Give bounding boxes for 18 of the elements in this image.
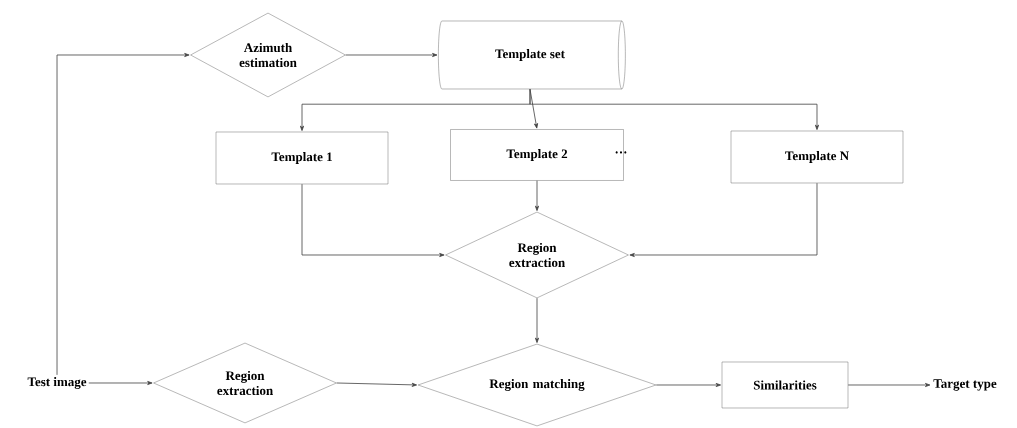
process-box: Template 1 xyxy=(215,131,389,185)
arrow xyxy=(535,297,539,343)
arrow xyxy=(655,383,721,387)
arrow xyxy=(301,183,445,257)
ellipsis-label: ··· xyxy=(615,151,627,154)
process-box: Similarities xyxy=(721,361,849,409)
arrow xyxy=(56,53,190,376)
database-cylinder: Template set xyxy=(438,20,626,90)
arrow xyxy=(88,381,153,385)
arrow xyxy=(345,53,438,57)
arrow xyxy=(535,180,539,211)
arrow xyxy=(847,383,931,387)
process-box: Template N xyxy=(730,130,904,184)
arrow xyxy=(336,382,417,387)
text-label: Target type xyxy=(933,379,997,391)
arrow xyxy=(629,182,818,257)
arrow xyxy=(529,88,819,130)
text-label: Test image xyxy=(27,377,87,389)
